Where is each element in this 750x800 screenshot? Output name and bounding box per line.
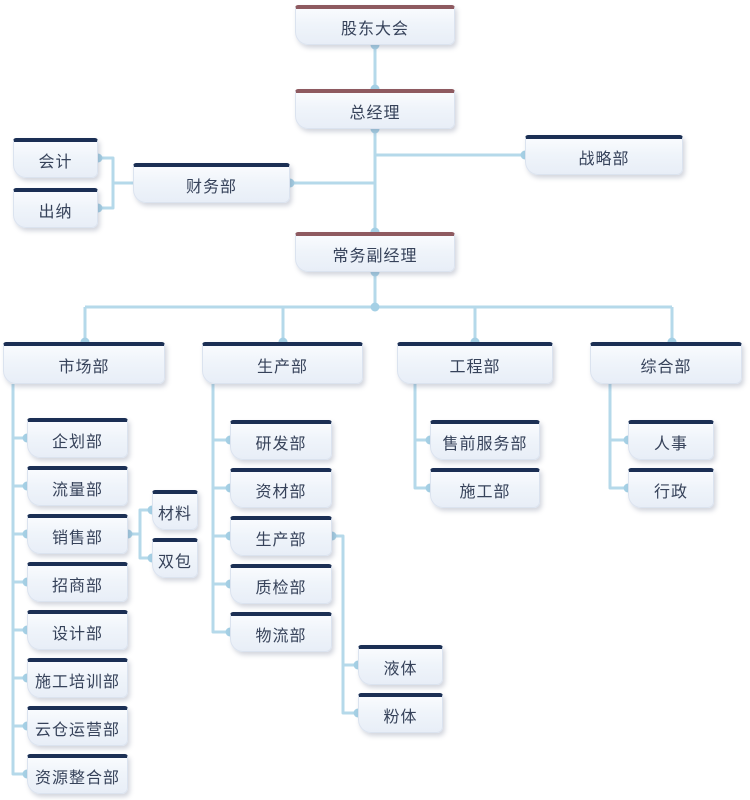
org-node-general-affairs-dept[interactable]: 综合部 (590, 342, 742, 384)
org-node-cashier[interactable]: 出纳 (13, 188, 98, 228)
org-node-label: 液体 (383, 660, 418, 678)
connector-line (332, 534, 358, 715)
org-node-design-dept[interactable]: 设计部 (27, 610, 128, 650)
org-node-quality-inspection-dept[interactable]: 质检部 (230, 564, 332, 604)
org-node-label: 市场部 (58, 358, 110, 376)
org-node-strategy-dept[interactable]: 战略部 (525, 135, 683, 175)
org-node-shareholders-meeting[interactable]: 股东大会 (295, 5, 455, 45)
org-node-label: 总经理 (349, 104, 401, 122)
org-node-label: 质检部 (255, 579, 307, 597)
org-node-label: 招商部 (51, 577, 103, 595)
connector-line (608, 384, 628, 490)
org-node-general-manager[interactable]: 总经理 (295, 89, 455, 129)
org-node-label: 销售部 (51, 529, 103, 547)
org-node-label: 粉体 (383, 708, 418, 726)
org-node-label: 流量部 (51, 481, 103, 499)
org-node-label: 生产部 (255, 531, 307, 549)
org-node-cloud-warehouse-ops-dept[interactable]: 云仓运营部 (27, 706, 128, 746)
org-node-label: 资材部 (255, 483, 307, 501)
org-node-label: 常务副经理 (332, 247, 418, 265)
org-node-sales-dept[interactable]: 销售部 (27, 514, 128, 554)
org-node-double-pack[interactable]: 双包 (152, 538, 198, 578)
connector-dot (370, 302, 380, 312)
org-node-label: 会计 (38, 153, 73, 171)
org-node-construction-dept[interactable]: 施工部 (430, 468, 540, 508)
org-node-label: 双包 (157, 553, 192, 571)
org-node-investment-dept[interactable]: 招商部 (27, 562, 128, 602)
connector-line (413, 384, 430, 490)
org-node-engineering-dept[interactable]: 工程部 (397, 342, 553, 384)
org-node-label: 综合部 (640, 358, 692, 376)
org-node-label: 研发部 (255, 435, 307, 453)
org-node-label: 售前服务部 (442, 435, 528, 453)
org-node-production-sub-dept[interactable]: 生产部 (230, 516, 332, 556)
org-node-label: 施工培训部 (34, 673, 120, 691)
org-node-label: 战略部 (578, 150, 630, 168)
org-node-label: 企划部 (51, 433, 103, 451)
connector-line (138, 508, 152, 560)
org-node-label: 材料 (157, 505, 192, 523)
org-node-traffic-dept[interactable]: 流量部 (27, 466, 128, 506)
org-node-construction-training-dept[interactable]: 施工培训部 (27, 658, 128, 698)
org-node-marketing-dept[interactable]: 市场部 (3, 342, 165, 384)
org-node-label: 工程部 (449, 358, 501, 376)
org-node-liquid[interactable]: 液体 (358, 645, 443, 685)
org-node-powder[interactable]: 粉体 (358, 693, 443, 733)
connector-line (211, 384, 230, 634)
org-node-label: 行政 (653, 483, 688, 501)
org-node-materials[interactable]: 材料 (152, 490, 198, 530)
connector-line (98, 156, 115, 210)
org-node-rnd-dept[interactable]: 研发部 (230, 420, 332, 460)
org-node-planning-dept[interactable]: 企划部 (27, 418, 128, 458)
org-node-presales-service-dept[interactable]: 售前服务部 (430, 420, 540, 460)
org-node-finance-dept[interactable]: 财务部 (133, 163, 290, 203)
connector-line (11, 384, 27, 776)
org-node-label: 股东大会 (340, 20, 409, 38)
org-node-label: 生产部 (256, 358, 308, 376)
org-node-exec-deputy-manager[interactable]: 常务副经理 (295, 232, 455, 272)
org-node-production-dept[interactable]: 生产部 (202, 342, 363, 384)
org-node-label: 出纳 (38, 203, 73, 221)
org-node-label: 设计部 (51, 625, 103, 643)
org-node-label: 施工部 (459, 483, 511, 501)
org-node-hr[interactable]: 人事 (628, 420, 714, 460)
org-node-logistics-dept[interactable]: 物流部 (230, 612, 332, 652)
org-node-label: 财务部 (185, 178, 237, 196)
org-node-administration[interactable]: 行政 (628, 468, 714, 508)
org-node-label: 资源整合部 (34, 769, 120, 787)
org-node-accounting[interactable]: 会计 (13, 138, 98, 178)
org-node-material-supply-dept[interactable]: 资材部 (230, 468, 332, 508)
org-node-label: 人事 (653, 435, 688, 453)
org-node-label: 云仓运营部 (34, 721, 120, 739)
org-node-resource-integration-dept[interactable]: 资源整合部 (27, 754, 128, 794)
org-node-label: 物流部 (255, 627, 307, 645)
